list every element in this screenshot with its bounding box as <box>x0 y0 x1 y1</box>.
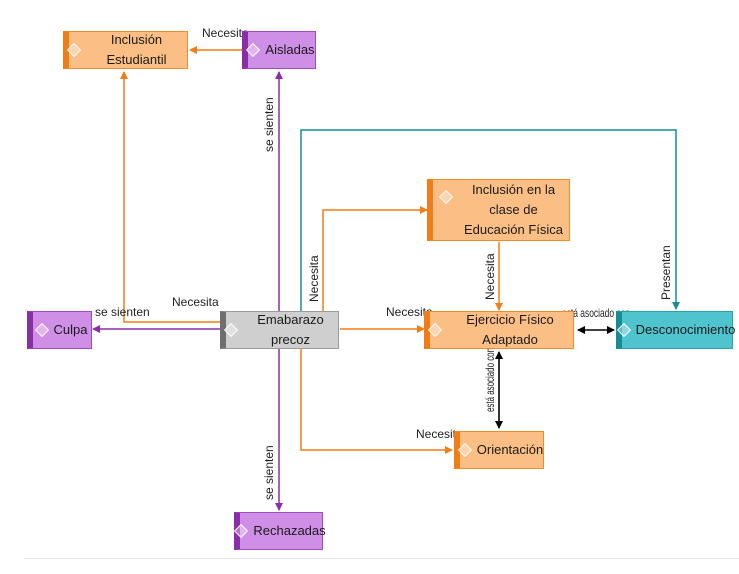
diamond-icon <box>234 523 249 539</box>
label-necesita-inclusion-clase: Necesita <box>307 255 321 302</box>
link-embarazo-orientacion <box>300 349 453 454</box>
node-label: Ejercicio Físico Adaptado <box>466 311 554 347</box>
link-embarazo-desconocimiento <box>300 129 680 312</box>
node-orientacion[interactable]: Orientación <box>454 431 544 469</box>
label-necesita-aisladas: Necesita <box>202 26 249 40</box>
node-label-line2: Educación Física <box>464 222 563 238</box>
node-label-line1: Inclusión en la clase de <box>471 181 556 217</box>
node-rechazadas[interactable]: Rechazadas <box>234 512 326 550</box>
link-embarazo-inclusion-clase <box>322 206 428 312</box>
node-culpa[interactable]: Culpa <box>27 311 92 349</box>
node-label: Orientación <box>476 441 544 457</box>
node-inclusion-estudiantil[interactable]: Inclusión Estudiantil <box>63 31 188 69</box>
node-aisladas[interactable]: Aisladas <box>242 31 316 69</box>
diamond-icon <box>616 322 631 338</box>
label-necesita-orientacion: Necesita <box>416 427 463 441</box>
node-label: Aisladas <box>265 41 315 57</box>
node-desconocimiento[interactable]: Desconocimiento <box>616 311 736 349</box>
node-embarazo-precoz[interactable]: Emabarazo precoz <box>220 311 339 349</box>
diamond-icon <box>438 189 454 205</box>
diamond-icon <box>457 442 472 458</box>
label-presentan: Presentan <box>659 245 673 300</box>
label-asociado-orientacion: está asociado con <box>483 348 497 412</box>
node-label: Culpa <box>53 321 88 337</box>
link-embarazo-inclusion-estudiantil <box>120 71 220 323</box>
label-necesita-inclusion-estudiantil: Necesita <box>172 295 219 309</box>
diamond-icon <box>246 42 261 58</box>
diamond-icon <box>34 322 49 338</box>
label-se-sienten-aisladas: se sienten <box>262 97 276 152</box>
diamond-icon <box>223 322 239 338</box>
node-ejercicio-fisico[interactable]: Ejercicio Físico Adaptado <box>424 311 574 349</box>
label-se-sienten-rechazadas: se sienten <box>262 445 276 500</box>
node-label: Desconocimiento <box>635 321 736 337</box>
label-necesita-inclusion-ejercicio: Necesita <box>483 253 497 300</box>
label-asociado-desconocimiento: está asociado con <box>562 306 630 320</box>
node-label: Emabarazo precoz <box>257 311 324 347</box>
node-label: Rechazadas <box>253 522 326 538</box>
node-label-block: Inclusión en la clase de Educación Físic… <box>458 180 569 240</box>
label-se-sienten-culpa: se sienten <box>95 305 150 319</box>
diamond-icon <box>66 42 82 58</box>
node-inclusion-clase[interactable]: Inclusión en la clase de Educación Físic… <box>427 179 570 241</box>
diagram-canvas <box>24 8 739 559</box>
label-necesita-ejercicio: Necesita <box>386 305 433 319</box>
diamond-icon <box>427 322 443 338</box>
node-label: Inclusión Estudiantil <box>106 31 167 67</box>
